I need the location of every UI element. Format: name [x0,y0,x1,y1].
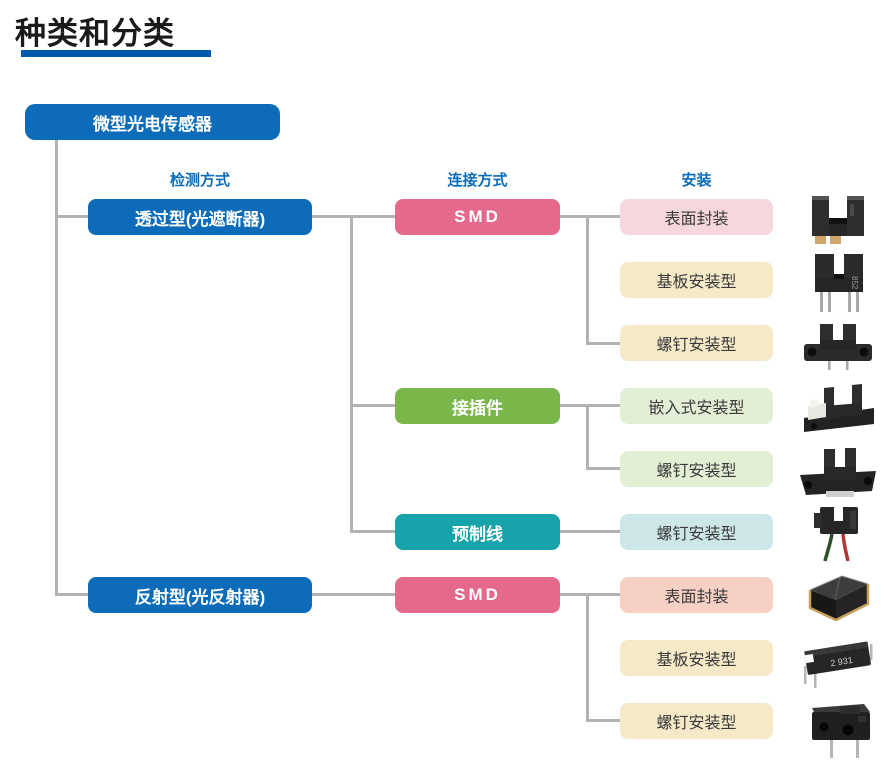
column-header-mounting: 安装 [681,172,712,189]
trunk-line-root [55,140,58,596]
node-screw-mount-2: 螺钉安装型 [620,451,773,487]
photo-reflective-smd-sensor-icon [800,568,876,629]
node-surface-mount-2: 表面封装 [620,577,773,613]
stub-line-reflective [55,593,88,596]
stub-line-screw2 [586,467,620,470]
node-screw-mount-3: 螺钉安装型 [620,514,773,550]
node-smd-1: SMD [395,199,560,235]
node-root-sensor: 微型光电传感器 [25,104,280,140]
stub-line-screw3 [586,719,620,722]
node-screw-mount-1: 螺钉安装型 [620,325,773,361]
photo-through-beam-smd-sensor-icon [806,192,870,251]
node-through-beam: 透过型(光遮断器) [88,199,312,235]
trunk-line-smd2 [586,593,589,722]
title-underline [21,50,211,57]
line-connector-to-embedded [560,404,620,407]
node-surface-mount-1: 表面封装 [620,199,773,235]
photo-reflective-screw-sensor-icon [800,694,876,763]
pcb-pin-marking: 852 [850,276,859,290]
node-reflective: 反射型(光反射器) [88,577,312,613]
photo-through-beam-connector-sensor-icon [800,380,878,441]
photo-through-beam-pcb-pin-sensor-icon: 852 [808,252,870,319]
line-smd1-to-surface [560,215,620,218]
stub-line-connector-node [350,404,395,407]
node-smd-2: SMD [395,577,560,613]
node-pcb-mount-2: 基板安装型 [620,640,773,676]
line-prewired-to-screw [560,530,620,533]
trunk-line-through-beam [350,215,353,533]
stub-line-through-beam [55,215,88,218]
stub-line-screw1 [586,342,620,345]
page-title: 种类和分类 [15,16,175,51]
node-prewired: 预制线 [395,514,560,550]
node-pcb-mount-1: 基板安装型 [620,262,773,298]
reflective-pcb-marking: 2 931 [830,655,854,668]
photo-through-beam-screw-sensor-icon [802,320,874,377]
column-header-connection: 连接方式 [447,172,508,189]
node-connector: 接插件 [395,388,560,424]
node-embedded-mount: 嵌入式安装型 [620,388,773,424]
photo-through-beam-screw-tab-sensor-icon [798,443,878,506]
column-header-detection: 检测方式 [169,172,230,189]
stub-line-prewired-node [350,530,395,533]
line-reflective-to-smd [312,593,395,596]
photo-through-beam-prewired-sensor-icon [806,503,870,568]
trunk-line-connector [586,404,589,470]
line-through-beam-to-smd [312,215,395,218]
node-screw-mount-4: 螺钉安装型 [620,703,773,739]
trunk-line-smd1 [586,215,589,345]
photo-reflective-pcb-pin-sensor-icon: 2 931 [796,630,882,697]
line-smd2-to-surface [560,593,620,596]
